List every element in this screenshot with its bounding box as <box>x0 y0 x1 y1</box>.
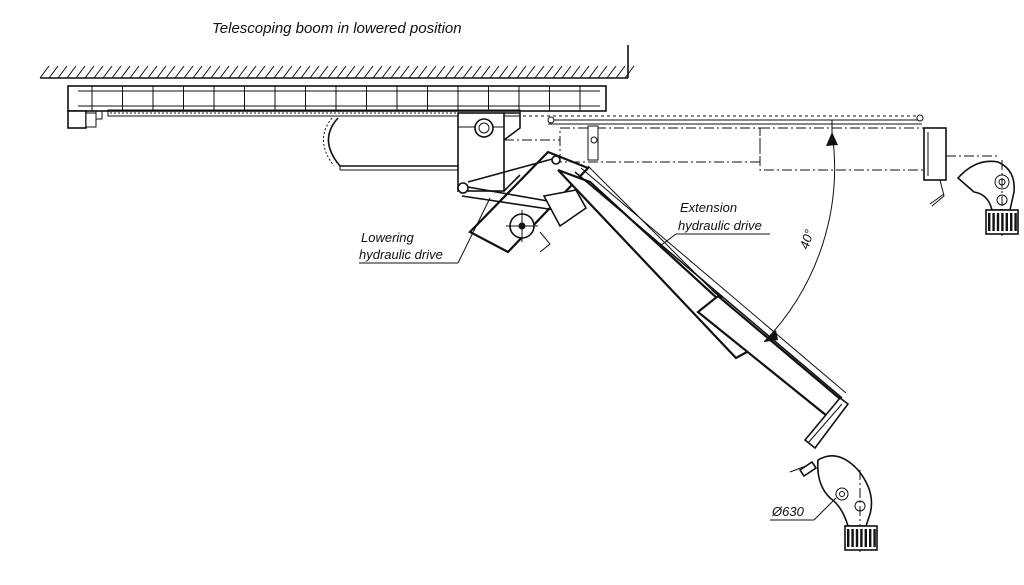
extension-leader <box>659 233 677 247</box>
girder-rail <box>67 85 607 129</box>
lowering-label-line1: Lowering <box>361 230 415 245</box>
lowering-label-line2: hydraulic drive <box>359 247 443 262</box>
angle-arc <box>763 120 838 343</box>
nozzle-head <box>789 454 878 552</box>
angle-label: 40° <box>797 228 817 251</box>
ceiling-hatch <box>39 45 635 79</box>
hydraulic-cylinder <box>457 155 588 253</box>
cable-carrier <box>323 117 460 171</box>
hinge-pivot <box>457 112 521 192</box>
drawing-title: Telescoping boom in lowered position <box>212 20 462 37</box>
diameter-label: Ø630 <box>771 504 805 519</box>
extension-label-line1: Extension <box>680 200 737 215</box>
nozzle-head-raised <box>956 160 1019 236</box>
lowering-leader <box>457 197 491 264</box>
telescoping-boom <box>468 150 850 450</box>
extension-label-line2: hydraulic drive <box>678 218 762 233</box>
diameter-leader <box>813 497 837 521</box>
raised-boom-phantom <box>504 114 1000 207</box>
